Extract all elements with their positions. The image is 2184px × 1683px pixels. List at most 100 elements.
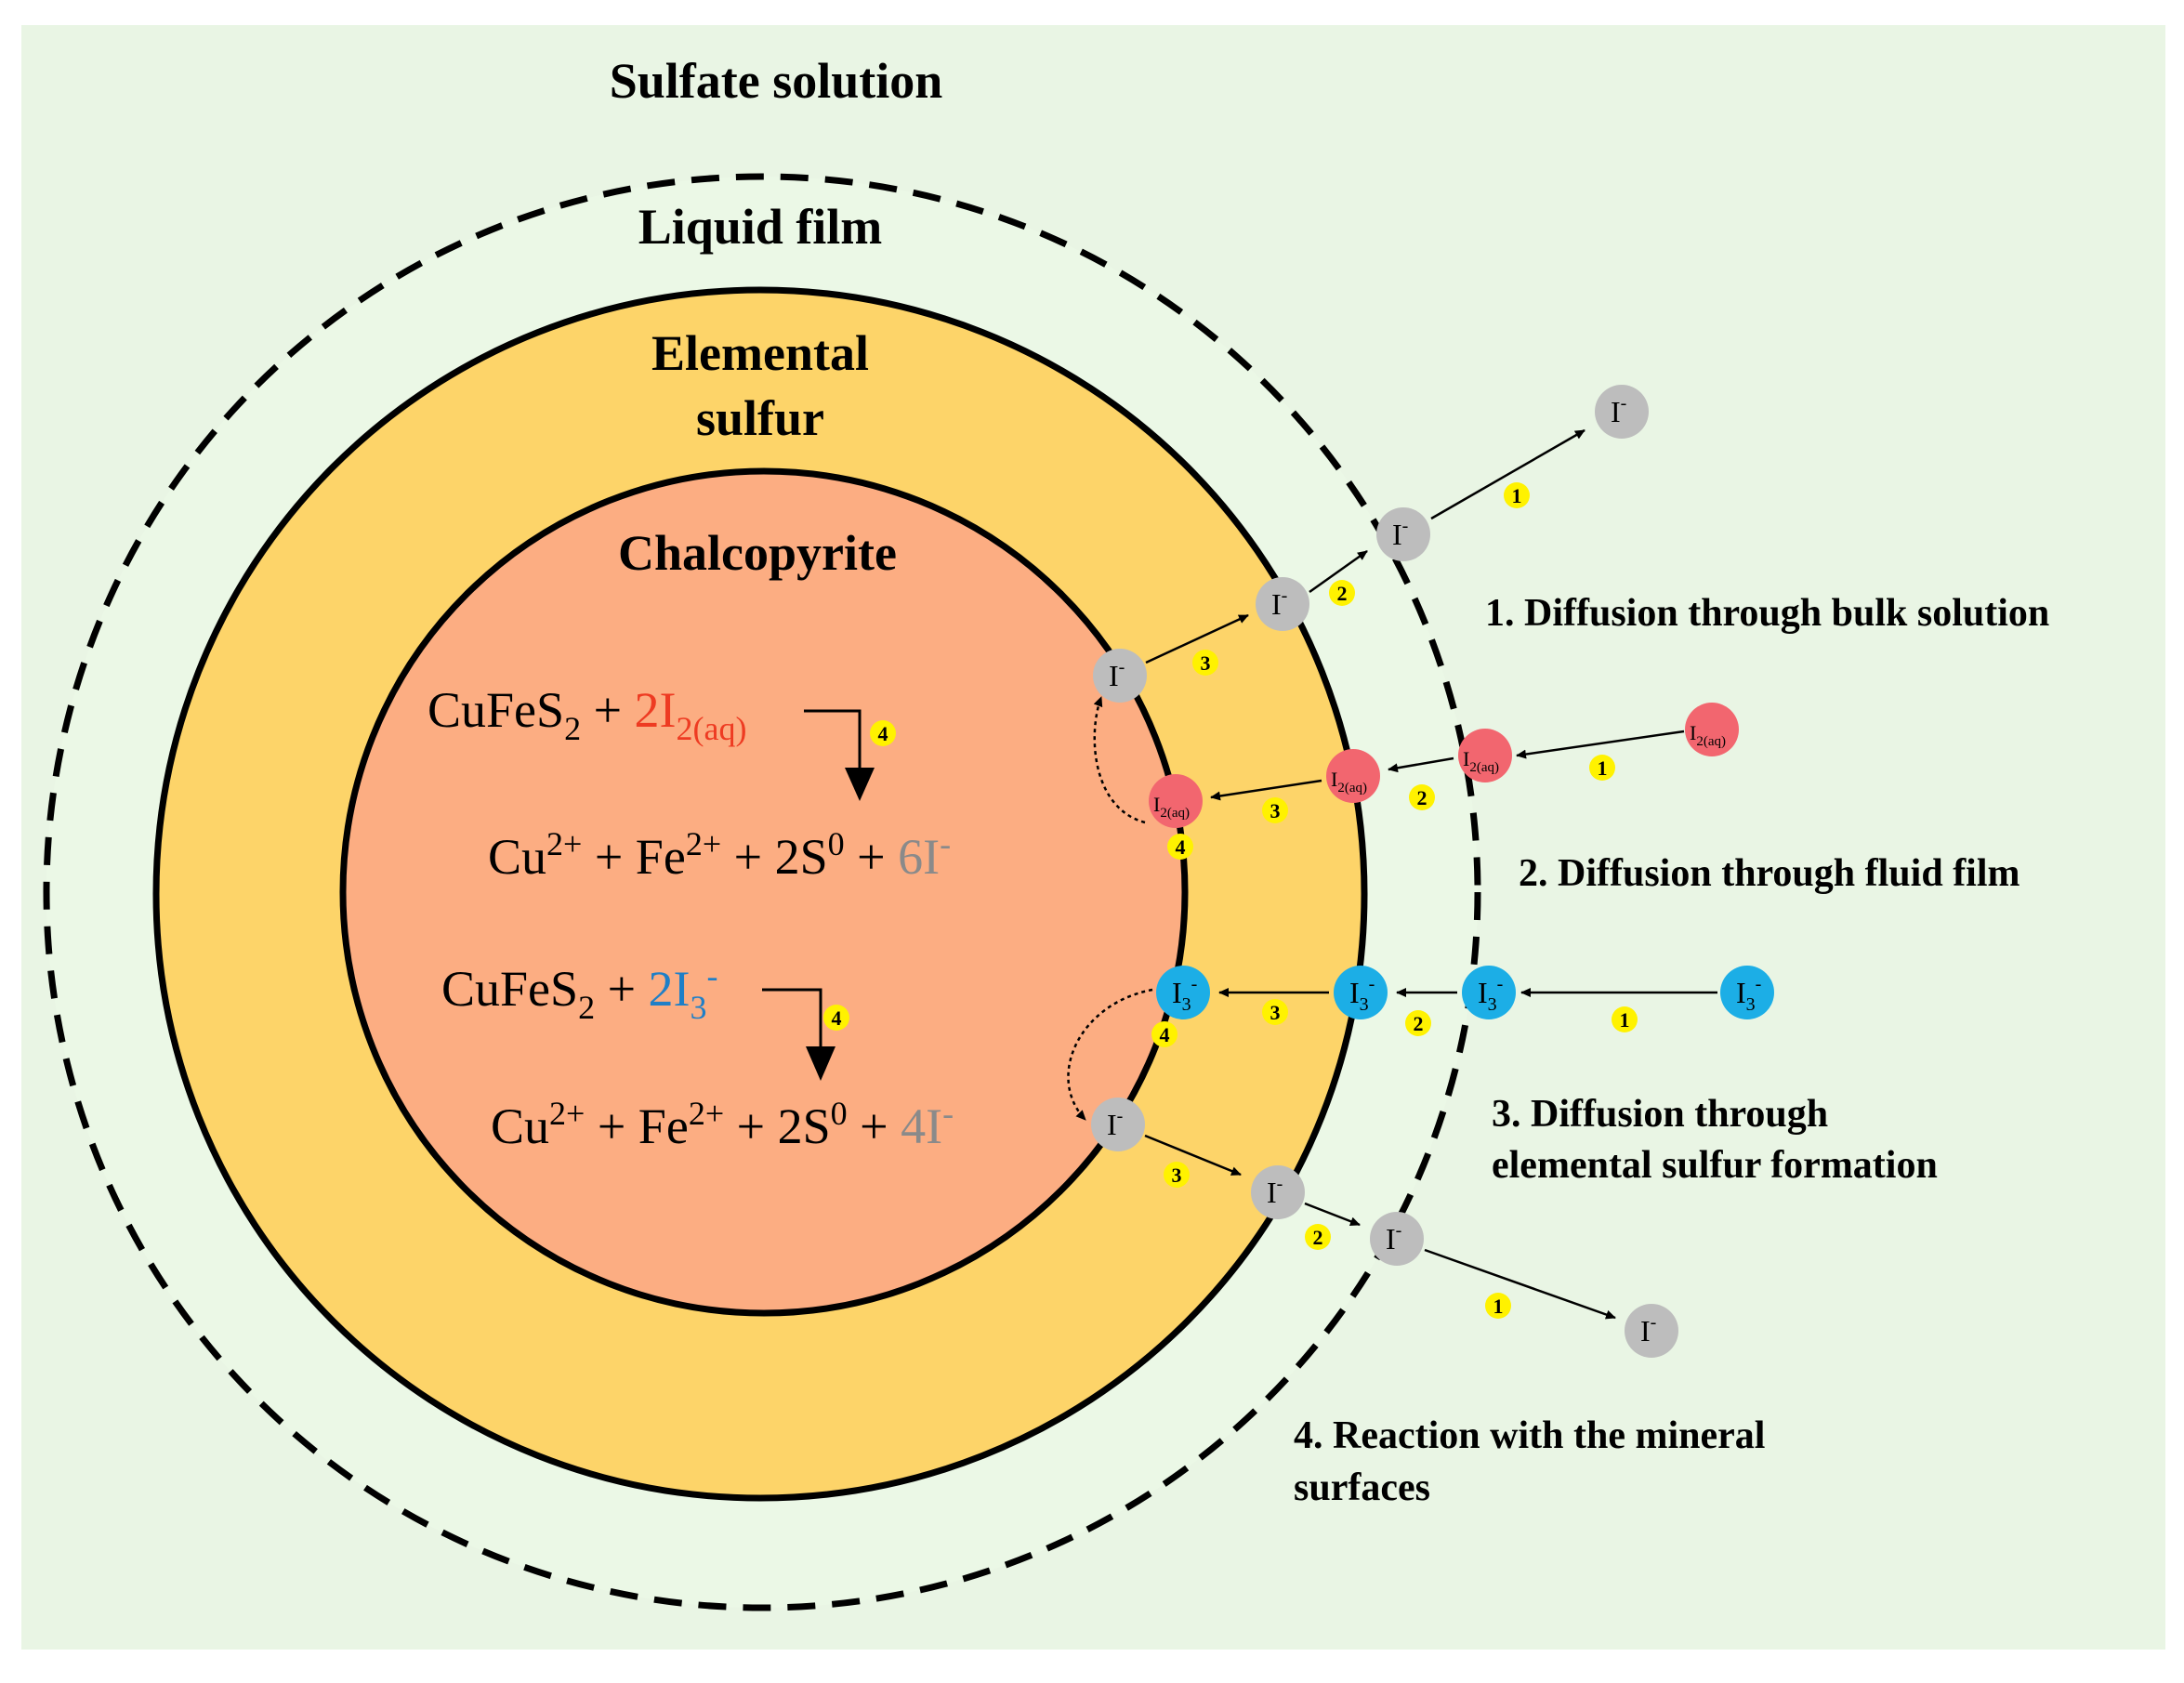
iodine-particle-circle (1326, 749, 1380, 803)
iodide-particle-circle (1625, 1304, 1678, 1358)
step-badge (1262, 797, 1288, 823)
transport-arrow (1424, 1248, 1616, 1320)
iodide-particle-label: I- (1271, 585, 1287, 621)
reaction-1-step-badge (870, 720, 896, 746)
step-badge-number: 1 (1620, 1008, 1630, 1032)
liquid-film-label: Liquid film (638, 199, 883, 255)
iodide-particle-circle (1256, 577, 1309, 631)
transport-arrow (1516, 730, 1685, 759)
iodine-particle: I2(aq) (1685, 703, 1739, 756)
iodide-particle-label: I- (1107, 1106, 1123, 1141)
iodide-particle-label: I- (1611, 393, 1626, 428)
transport-arrow (1144, 1134, 1242, 1177)
iodine-particle-circle (1685, 703, 1739, 756)
iodine-particle-circle (1149, 774, 1203, 828)
triiodide-particle: I3- (1462, 966, 1516, 1019)
triiodide-particle-label: I3- (1172, 974, 1197, 1015)
step-4-description-line1: 4. Reaction with the mineral (1294, 1414, 1765, 1457)
triiodide-particle-circle (1462, 966, 1516, 1019)
step-badge-number: 2 (1414, 1012, 1424, 1035)
iodine-particle: I2(aq) (1458, 729, 1512, 782)
step-3-description-line2: elemental sulfur formation (1492, 1144, 1938, 1187)
iodide-particle: I- (1376, 507, 1430, 561)
step-badge-number: 1 (1512, 484, 1522, 507)
elemental-sulfur-label-line1: Elemental (651, 325, 869, 381)
iodide-particle: I- (1625, 1304, 1678, 1358)
reaction-2-products: Cu2+ + Fe2+ + 2S0 + 4I- (491, 1095, 954, 1154)
iodide-particle: I- (1251, 1165, 1305, 1219)
elemental-sulfur-label-line2: sulfur (696, 390, 824, 446)
triiodide-particle: I3- (1720, 966, 1774, 1019)
transport-arrow (1309, 549, 1368, 594)
iodide-particle: I- (1093, 649, 1147, 703)
reaction-1-arrowhead (845, 768, 875, 801)
step-badge (1167, 834, 1193, 860)
triiodide-particle-circle (1334, 966, 1388, 1019)
iodine-particle-label: I2(aq) (1690, 721, 1726, 749)
step-badge (1305, 1224, 1331, 1250)
reaction-2-step-number: 4 (832, 1006, 842, 1030)
triiodide-reaction-loop (1067, 988, 1153, 1121)
transport-arrow (1430, 428, 1585, 520)
iodide-particle-circle (1091, 1098, 1145, 1151)
species-particles: I- I- I- I- I2(aq) I2(aq) I2(aq) I2(aq) I3- I3- I3… (1091, 385, 1774, 1358)
reaction-1-step-number: 4 (878, 722, 888, 745)
transport-arrow (1210, 779, 1322, 801)
iodide-particle: I- (1256, 577, 1309, 631)
step-badge (1409, 784, 1435, 810)
iodide-particle-label: I- (1392, 516, 1408, 551)
transport-arrow (1304, 1202, 1361, 1227)
step-badge-number: 4 (1176, 835, 1186, 859)
iodide-particle-label: I- (1109, 657, 1125, 692)
step-badges: 1 2 3 1 2 3 4 1 2 3 4 3 2 1 (1151, 482, 1638, 1319)
step-badge-number: 3 (1270, 1001, 1281, 1024)
reaction-2-arrow (762, 988, 822, 1050)
step-badge (1405, 1010, 1431, 1036)
step-badge (1164, 1162, 1190, 1188)
reaction-1-arrow (804, 709, 862, 771)
triiodide-particle: I3- (1334, 966, 1388, 1019)
chalcopyrite-core (339, 467, 1189, 1317)
transport-arrow (1388, 756, 1454, 773)
iodine-particle: I2(aq) (1149, 774, 1203, 828)
step-badge (1589, 755, 1615, 781)
step-badge (1504, 482, 1530, 508)
step-badge-number: 2 (1337, 582, 1348, 605)
step-badge-number: 4 (1160, 1023, 1170, 1046)
iodine-reaction-loop (1093, 696, 1146, 824)
iodide-particle: I- (1091, 1098, 1145, 1151)
step-1-description: 1. Diffusion through bulk solution (1485, 592, 2049, 635)
step-badge-number: 3 (1270, 799, 1281, 822)
step-4-description-line2: surfaces (1294, 1466, 1430, 1509)
step-badge-number: 3 (1201, 651, 1211, 675)
step-badge-number: 2 (1313, 1226, 1323, 1249)
step-badge (1151, 1021, 1178, 1047)
iodide-particle-circle (1093, 649, 1147, 703)
triiodide-particle-circle (1720, 966, 1774, 1019)
reaction-1-products: Cu2+ + Fe2+ + 2S0 + 6I- (488, 825, 951, 885)
iodine-particle: I2(aq) (1326, 749, 1380, 803)
triiodide-particle-label: I3- (1349, 974, 1375, 1015)
iodide-particle-circle (1595, 385, 1649, 439)
transport-arrows (1144, 428, 1717, 1320)
step-2-description: 2. Diffusion through fluid film (1519, 852, 2020, 895)
step-badge (1612, 1006, 1638, 1032)
step-badge (1192, 650, 1218, 676)
iodine-particle-circle (1458, 729, 1512, 782)
iodide-particle-label: I- (1640, 1312, 1656, 1348)
step-badge-number: 3 (1172, 1164, 1182, 1187)
step-badge-number: 2 (1417, 786, 1427, 809)
step-badge-number: 1 (1598, 756, 1608, 780)
iodide-particle-label: I- (1267, 1174, 1283, 1209)
step-badge-number: 1 (1493, 1295, 1504, 1318)
reaction-2-reactants: CuFeS2 + 2I3- (441, 957, 718, 1026)
triiodide-particle-circle (1156, 966, 1210, 1019)
iodide-particle-label: I- (1386, 1220, 1401, 1256)
triiodide-particle-label: I3- (1478, 974, 1503, 1015)
iodide-particle: I- (1595, 385, 1649, 439)
iodine-particle-label: I2(aq) (1331, 768, 1367, 795)
triiodide-particle: I3- (1156, 966, 1210, 1019)
reaction-2-arrowhead (806, 1046, 835, 1081)
iodide-particle-circle (1370, 1212, 1424, 1266)
